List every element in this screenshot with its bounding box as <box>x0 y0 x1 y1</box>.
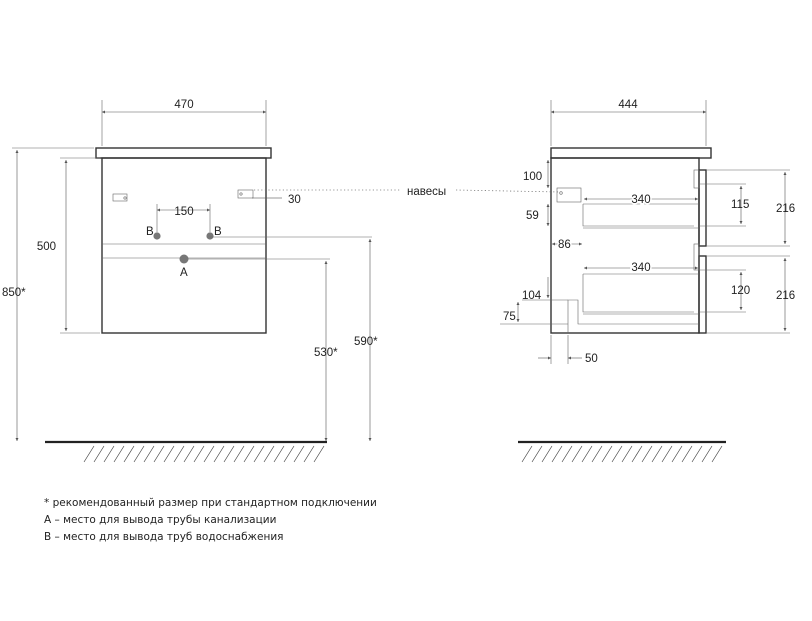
dim-120: 120 <box>731 285 750 297</box>
side-drawer-lower <box>582 273 699 313</box>
side-hinge <box>556 187 582 203</box>
dim-216-bottom: 216 <box>776 290 795 302</box>
dim-width-front: 470 <box>174 99 193 111</box>
side-view: навесы 444 100 340 59 86 115 216 340 <box>254 99 795 463</box>
floor-hatch-stroke <box>193 445 205 463</box>
dim-top-offset: 100 <box>523 171 542 183</box>
floor-hatch-stroke <box>93 445 105 463</box>
floor-hatch-stroke <box>641 445 653 463</box>
side-drawer-front-lower <box>698 255 707 334</box>
dim-drain-height: 530* <box>314 347 338 359</box>
dim-upper-drawer-depth: 340 <box>631 194 650 206</box>
water-outlet-right-icon <box>206 232 214 240</box>
label-b-right: B <box>214 226 222 238</box>
floor-hatch-stroke <box>631 445 643 463</box>
dim-75: 75 <box>503 311 516 323</box>
floor-hatch-stroke <box>153 445 165 463</box>
dim-50: 50 <box>585 353 598 365</box>
floor-hatch-stroke <box>303 445 315 463</box>
floor-hatch-stroke <box>661 445 673 463</box>
dim-body-height: 500 <box>37 241 56 253</box>
floor-hatch-stroke <box>521 445 533 463</box>
front-view: 470 850* 500 150 30 B B A 590* 530* <box>2 99 378 463</box>
floor-hatch-stroke <box>621 445 633 463</box>
floor-hatch-stroke <box>83 445 95 463</box>
floor-hatch-stroke <box>133 445 145 463</box>
floor-hatch-stroke <box>143 445 155 463</box>
floor-hatch-stroke <box>313 445 325 463</box>
floor-hatch-stroke <box>551 445 563 463</box>
floor-hatch-stroke <box>293 445 305 463</box>
floor-hatch-stroke <box>671 445 683 463</box>
floor-hatch-stroke <box>163 445 175 463</box>
label-b-left: B <box>146 226 154 238</box>
water-outlet-left-icon <box>153 232 161 240</box>
dim-water-height: 590* <box>354 336 378 348</box>
floor-hatch-stroke <box>263 445 275 463</box>
label-a: A <box>180 267 188 279</box>
side-drawer-front-upper <box>698 169 707 247</box>
floor-hatch-stroke <box>243 445 255 463</box>
floor-hatch-stroke <box>273 445 285 463</box>
front-hinge-left <box>112 193 128 202</box>
floor-hatch-stroke <box>173 445 185 463</box>
notes: * рекомендованный размер при стандартном… <box>44 497 377 543</box>
floor-hatch-front <box>83 445 325 463</box>
floor-hatch-stroke <box>283 445 295 463</box>
floor-hatch-stroke <box>183 445 195 463</box>
front-countertop <box>95 147 272 159</box>
floor-hatch-stroke <box>601 445 613 463</box>
dim-lower-drawer-depth: 340 <box>631 262 650 274</box>
dim-total-height: 850* <box>2 287 26 299</box>
dim-216-top: 216 <box>776 203 795 215</box>
floor-hatch-stroke <box>103 445 115 463</box>
floor-hatch-stroke <box>681 445 693 463</box>
floor-hatch-stroke <box>253 445 265 463</box>
dim-side-offset: 30 <box>288 194 301 206</box>
floor-hatch-stroke <box>531 445 543 463</box>
floor-hatch-stroke <box>203 445 215 463</box>
side-countertop <box>550 147 712 159</box>
dim-b-spacing: 150 <box>174 206 193 218</box>
floor-hatch-stroke <box>113 445 125 463</box>
front-hinge-right <box>237 189 254 199</box>
side-drawer-upper <box>582 203 699 227</box>
floor-hatch-stroke <box>213 445 225 463</box>
dim-86: 86 <box>558 239 571 251</box>
hinges-label: навесы <box>407 186 446 198</box>
dim-104: 104 <box>522 290 542 302</box>
floor-hatch-stroke <box>711 445 723 463</box>
dim-59: 59 <box>526 210 539 222</box>
floor-hatch-stroke <box>611 445 623 463</box>
floor-hatch-stroke <box>123 445 135 463</box>
side-cabinet-body <box>550 157 700 334</box>
note-drain: A – место для вывода трубы канализации <box>44 514 276 526</box>
floor-hatch-side <box>521 445 723 463</box>
floor-hatch-stroke <box>591 445 603 463</box>
dim-115: 115 <box>731 199 749 211</box>
floor-hatch-stroke <box>651 445 663 463</box>
floor-hatch-stroke <box>541 445 553 463</box>
floor-hatch-stroke <box>561 445 573 463</box>
front-cabinet-body <box>101 157 267 334</box>
floor-hatch-stroke <box>571 445 583 463</box>
floor-hatch-stroke <box>233 445 245 463</box>
drain-outlet-icon <box>179 254 189 264</box>
floor-hatch-stroke <box>581 445 593 463</box>
floor-hatch-stroke <box>691 445 703 463</box>
floor-hatch-stroke <box>223 445 235 463</box>
note-recommended: * рекомендованный размер при стандартном… <box>44 497 377 509</box>
note-water: B – место для вывода труб водоснабжения <box>44 531 284 543</box>
floor-hatch-stroke <box>701 445 713 463</box>
dim-depth: 444 <box>618 99 638 111</box>
